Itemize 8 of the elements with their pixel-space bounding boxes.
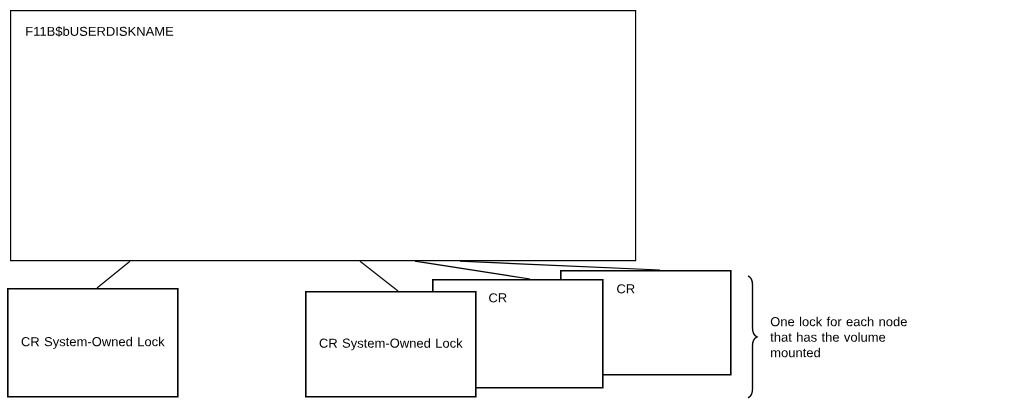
- connector-line: [359, 260, 399, 292]
- lock-box: CR System-Owned Lock: [305, 291, 477, 398]
- note-text: One lock for each node that has the volume mounted: [770, 316, 907, 358]
- connector-line: [96, 260, 131, 289]
- lock-box: CR System-Owned Lock: [7, 288, 179, 398]
- connector-line: [414, 260, 531, 280]
- connector-line: [459, 260, 661, 271]
- lock-box: F11B$bUSERDISKNAME: [10, 10, 637, 262]
